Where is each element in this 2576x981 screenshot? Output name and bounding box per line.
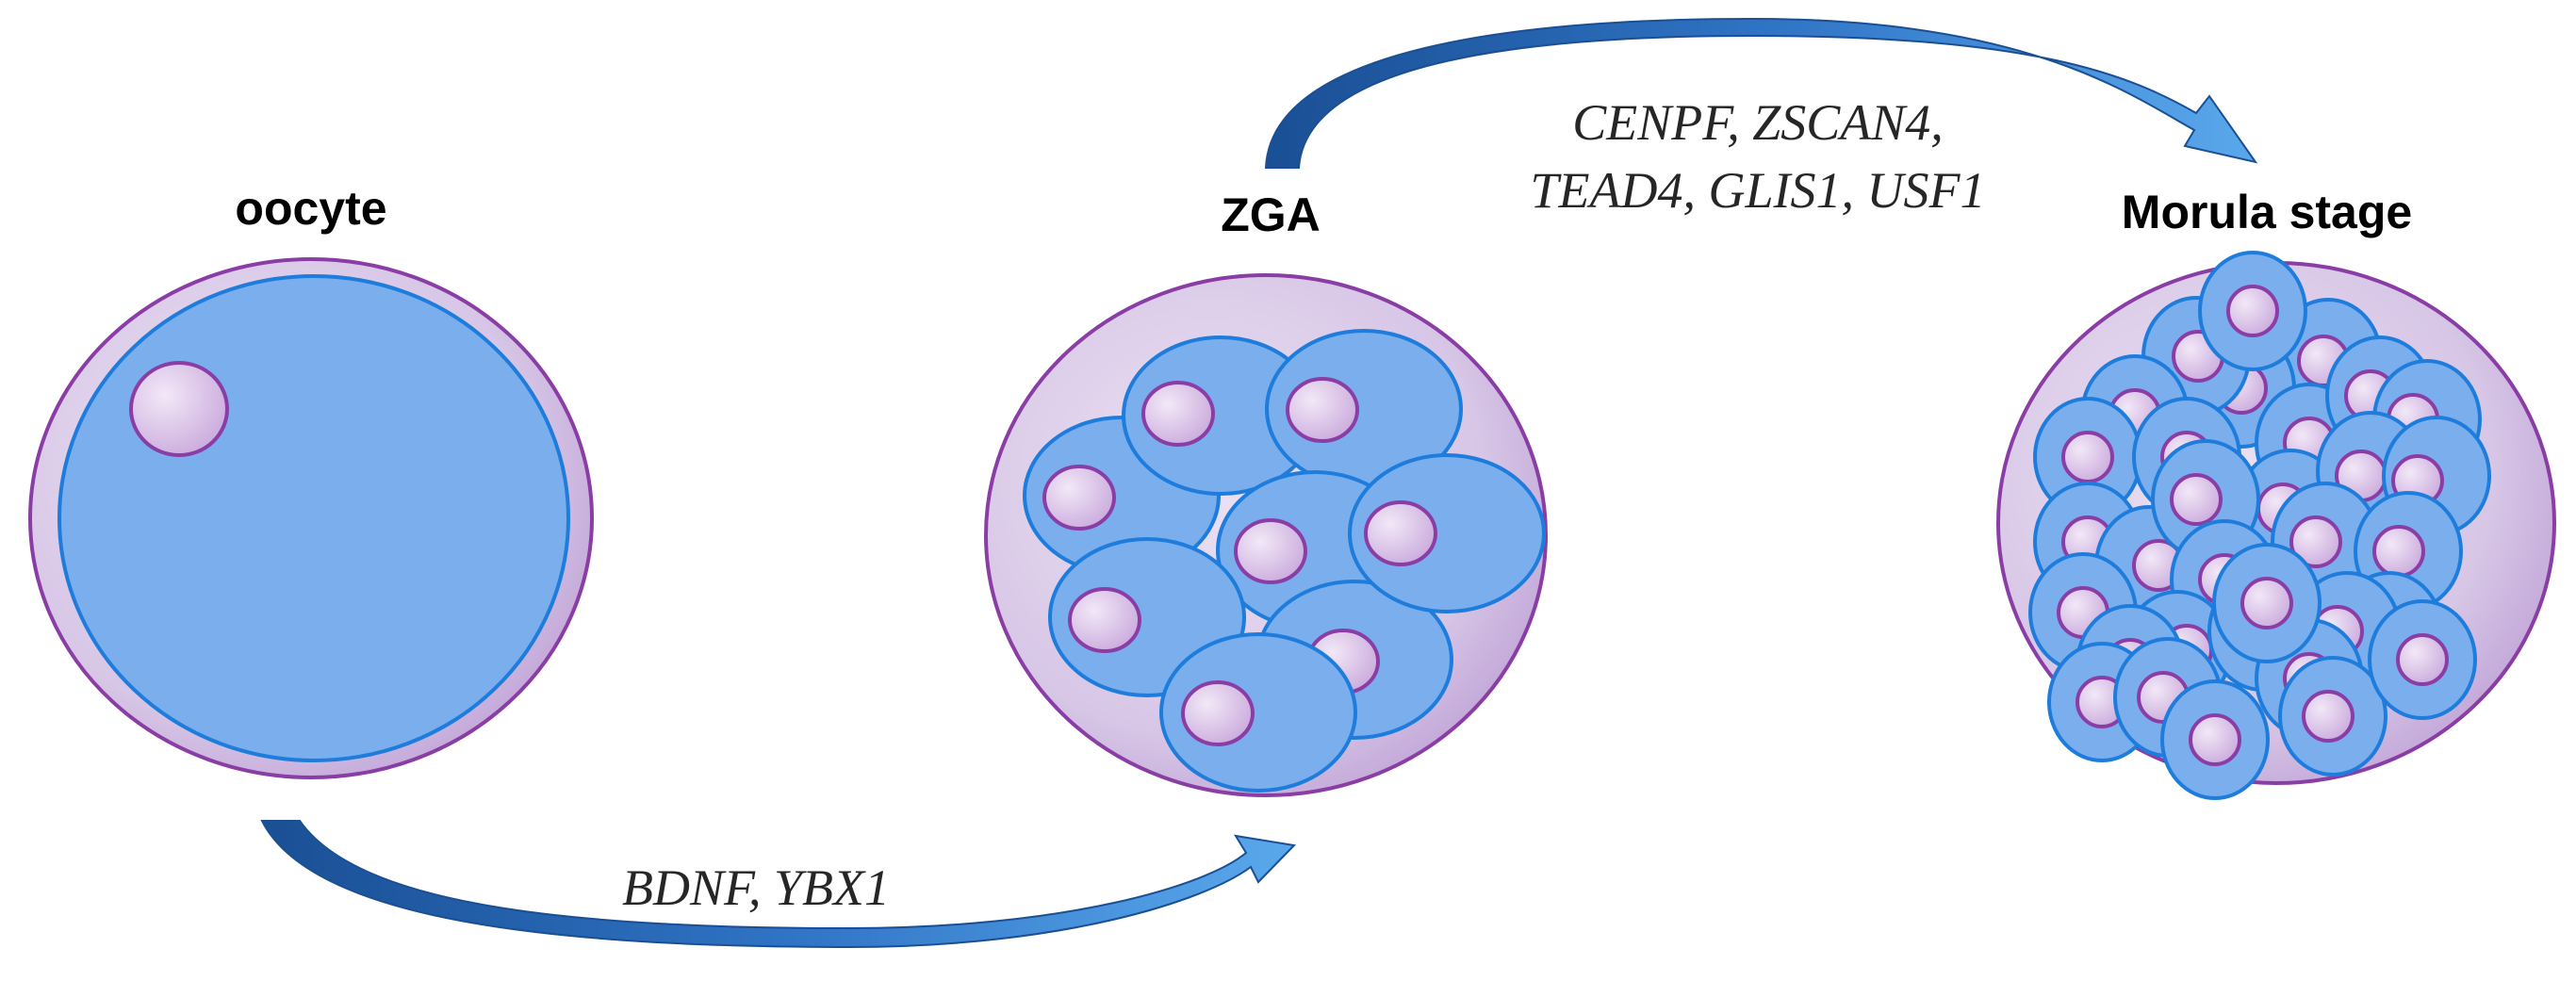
- zga-blastomere: [1348, 453, 1546, 613]
- morula-nucleus: [2189, 713, 2241, 766]
- genes-zga-to-morula-line1: CENPF, ZSCAN4,: [1572, 94, 1944, 151]
- morula-nucleus: [2061, 431, 2114, 483]
- morula-nucleus: [2302, 690, 2354, 743]
- genes-zga-to-morula-line2: TEAD4, GLIS1, USF1: [1531, 162, 1986, 219]
- morula-label: Morula stage: [2122, 186, 2412, 238]
- zga-blastomeres: [1023, 329, 1546, 793]
- morula-nucleus: [2240, 577, 2293, 629]
- morula-nucleus: [2170, 473, 2223, 526]
- oocyte-nucleus: [129, 361, 229, 457]
- oocyte-cytoplasm: [57, 274, 570, 762]
- morula-nucleus: [2396, 633, 2449, 686]
- curved-arrow-lower: [260, 820, 1297, 949]
- zga-nucleus: [1141, 381, 1215, 447]
- morula-nucleus: [2372, 525, 2425, 578]
- zga-nucleus: [1234, 518, 1307, 584]
- curved-arrow-upper: [1264, 17, 2258, 169]
- zga-nucleus: [1286, 377, 1359, 443]
- morula-nucleus: [2289, 515, 2342, 568]
- zga-nucleus: [1068, 587, 1141, 653]
- genes-oocyte-to-zga: BDNF, YBX1: [622, 859, 890, 916]
- morula-nucleus: [2226, 285, 2279, 337]
- zga-nucleus: [1364, 500, 1437, 566]
- zga-blastomere: [1159, 632, 1357, 793]
- arrow-oocyte-to-zga: [260, 820, 1297, 949]
- oocyte-cell-group: [28, 257, 594, 779]
- morula-embryo-group: [1996, 251, 2556, 800]
- zga-embryo-group: [984, 273, 1548, 797]
- arrow-zga-to-morula: [1264, 17, 2258, 169]
- zga-nucleus: [1042, 465, 1116, 531]
- zga-nucleus: [1181, 680, 1255, 746]
- oocyte-label: oocyte: [235, 182, 386, 235]
- morula-blastomeres: [2028, 251, 2491, 800]
- zga-label: ZGA: [1221, 188, 1321, 241]
